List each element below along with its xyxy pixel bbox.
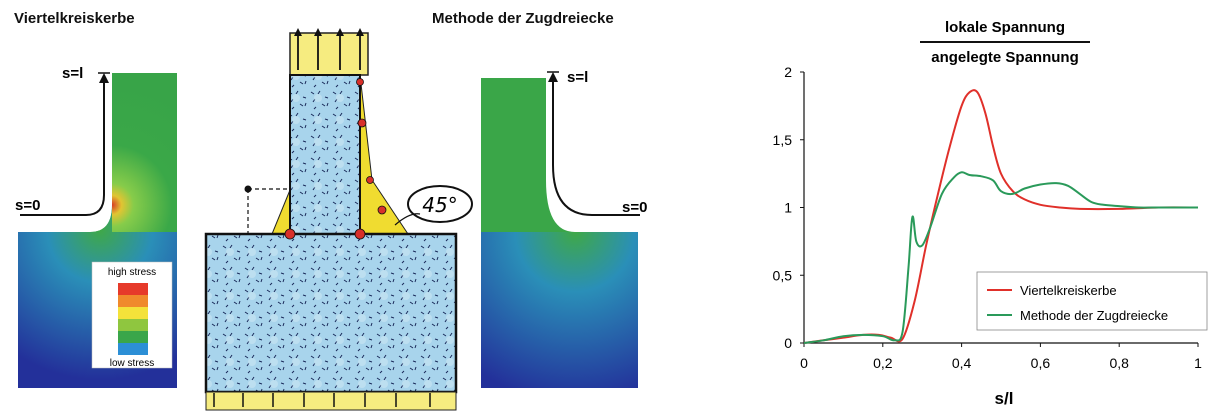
y-tick-label: 1	[784, 200, 792, 216]
y-tick-label: 0,5	[773, 267, 793, 283]
y-tick-label: 1,5	[773, 132, 793, 148]
stress-legend	[91, 261, 173, 369]
chart-title-numerator: lokale Spannung	[945, 19, 1065, 36]
legend-swatch	[118, 331, 148, 343]
legend-swatch	[118, 283, 148, 295]
tension-triangle-sketch	[204, 28, 473, 411]
notch-illustrations: s=l s=0 high stress low stress	[15, 28, 647, 411]
series-line-1	[803, 171, 1198, 344]
center-panel-title: Methode der Zugdreiecke	[432, 10, 614, 27]
legend-label-viertelkreiskerbe: Viertelkreiskerbe	[1020, 283, 1117, 298]
legend-swatch	[118, 319, 148, 331]
x-tick-label: 0,4	[952, 355, 972, 371]
y-tick-label: 2	[784, 64, 792, 80]
y-tick-label: 0	[784, 335, 792, 351]
legend-swatch	[118, 295, 148, 307]
legend-swatch	[118, 343, 148, 355]
legend-box	[976, 271, 1208, 331]
chart-legend: Viertelkreiskerbe Methode der Zugdreieck…	[976, 271, 1208, 331]
left-panel-title: Viertelkreiskerbe	[14, 10, 135, 27]
x-tick-label: 0,6	[1031, 355, 1051, 371]
angle-label: 45°	[422, 193, 457, 217]
right-label-bottom: s=0	[622, 199, 647, 216]
chart-title-denominator: angelegte Spannung	[931, 49, 1079, 66]
legend-swatch	[118, 307, 148, 319]
chart-tick-labels: 0 0,2 0,4 0,6 0,8 1 0 0,5 1 1,5 2	[773, 64, 1203, 371]
x-axis-label: s/l	[995, 389, 1014, 408]
x-tick-label: 0,8	[1109, 355, 1129, 371]
chart-series	[803, 89, 1199, 344]
legend-high-label: high stress	[108, 267, 156, 278]
chart-axes	[800, 71, 1199, 347]
left-label-top: s=l	[62, 65, 83, 82]
x-tick-label: 0,2	[873, 355, 893, 371]
x-tick-label: 0	[800, 355, 808, 371]
right-fem-plot	[481, 71, 640, 388]
right-label-top: s=l	[567, 69, 588, 86]
legend-label-zugdreiecke: Methode der Zugdreiecke	[1020, 308, 1168, 323]
left-label-bottom: s=0	[15, 197, 40, 214]
x-tick-label: 1	[1194, 355, 1202, 371]
legend-low-label: low stress	[110, 358, 154, 369]
